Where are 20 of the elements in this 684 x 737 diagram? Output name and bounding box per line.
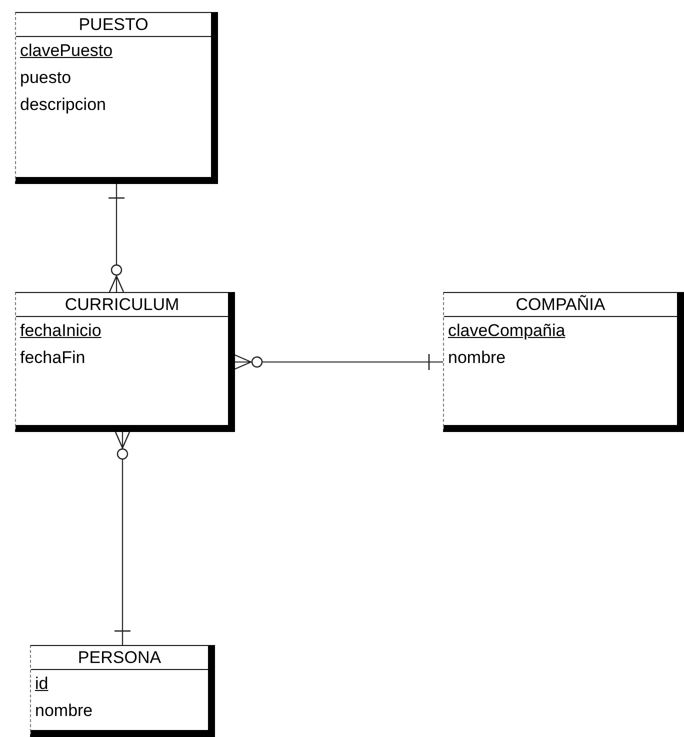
entity-box: [30, 645, 215, 737]
relationship-line: [108, 184, 126, 293]
attribute-name: puesto: [20, 67, 72, 89]
primary-key-attribute: fechaInicio: [20, 320, 102, 342]
primary-key-attribute: claveCompañia: [448, 320, 566, 342]
entity-name: PUESTO: [78, 15, 148, 34]
attribute-name: descripcion: [20, 94, 106, 116]
entity-name: CURRICULUM: [64, 295, 180, 314]
entity-name: COMPAÑIA: [516, 295, 606, 314]
relationship-line: [234, 353, 443, 371]
entity-box: [443, 292, 684, 432]
attribute-name: nombre: [35, 700, 93, 722]
primary-key-attribute: clavePuesto: [20, 40, 113, 62]
primary-key-attribute: id: [35, 673, 48, 695]
attribute-name: fechaFin: [20, 347, 86, 369]
entity-box: [15, 12, 218, 184]
attribute-name: nombre: [448, 347, 506, 369]
entity-name: PERSONA: [78, 648, 162, 667]
entity-box: [15, 292, 235, 432]
relationship-line: [114, 431, 132, 645]
